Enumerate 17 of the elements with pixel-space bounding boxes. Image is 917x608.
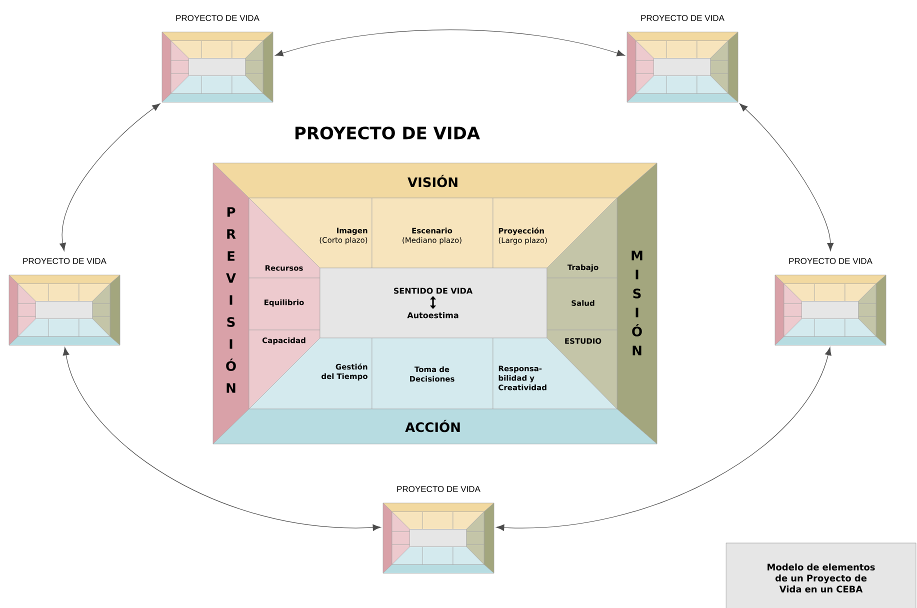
curved-arrow bbox=[60, 103, 160, 252]
center-panel: SENTIDO DE VIDA Autoestima bbox=[320, 268, 548, 338]
band: PREVISIÓN bbox=[212, 162, 250, 444]
band: VISIÓN bbox=[212, 162, 658, 198]
caption-box: Modelo de elementos de un Proyecto de Vida en un CEBA bbox=[726, 542, 916, 608]
curved-arrow bbox=[275, 30, 626, 56]
diagram-label: PROYECTO DE VIDA bbox=[397, 486, 480, 492]
curved-arrow bbox=[496, 347, 832, 531]
curved-arrow bbox=[740, 104, 834, 252]
diagram-label: PROYECTO DE VIDA bbox=[176, 15, 260, 21]
band: MISIÓN bbox=[616, 162, 658, 444]
diagram-label: PROYECTO DE VIDA bbox=[789, 258, 872, 264]
curved-arrow bbox=[62, 347, 381, 531]
diagram-label: PROYECTO DE VIDA bbox=[23, 258, 106, 264]
diagram-label: PROYECTO DE VIDA bbox=[641, 15, 724, 21]
title: PROYECTO DE VIDA bbox=[296, 126, 480, 140]
band: ACCIÓN bbox=[212, 408, 658, 444]
